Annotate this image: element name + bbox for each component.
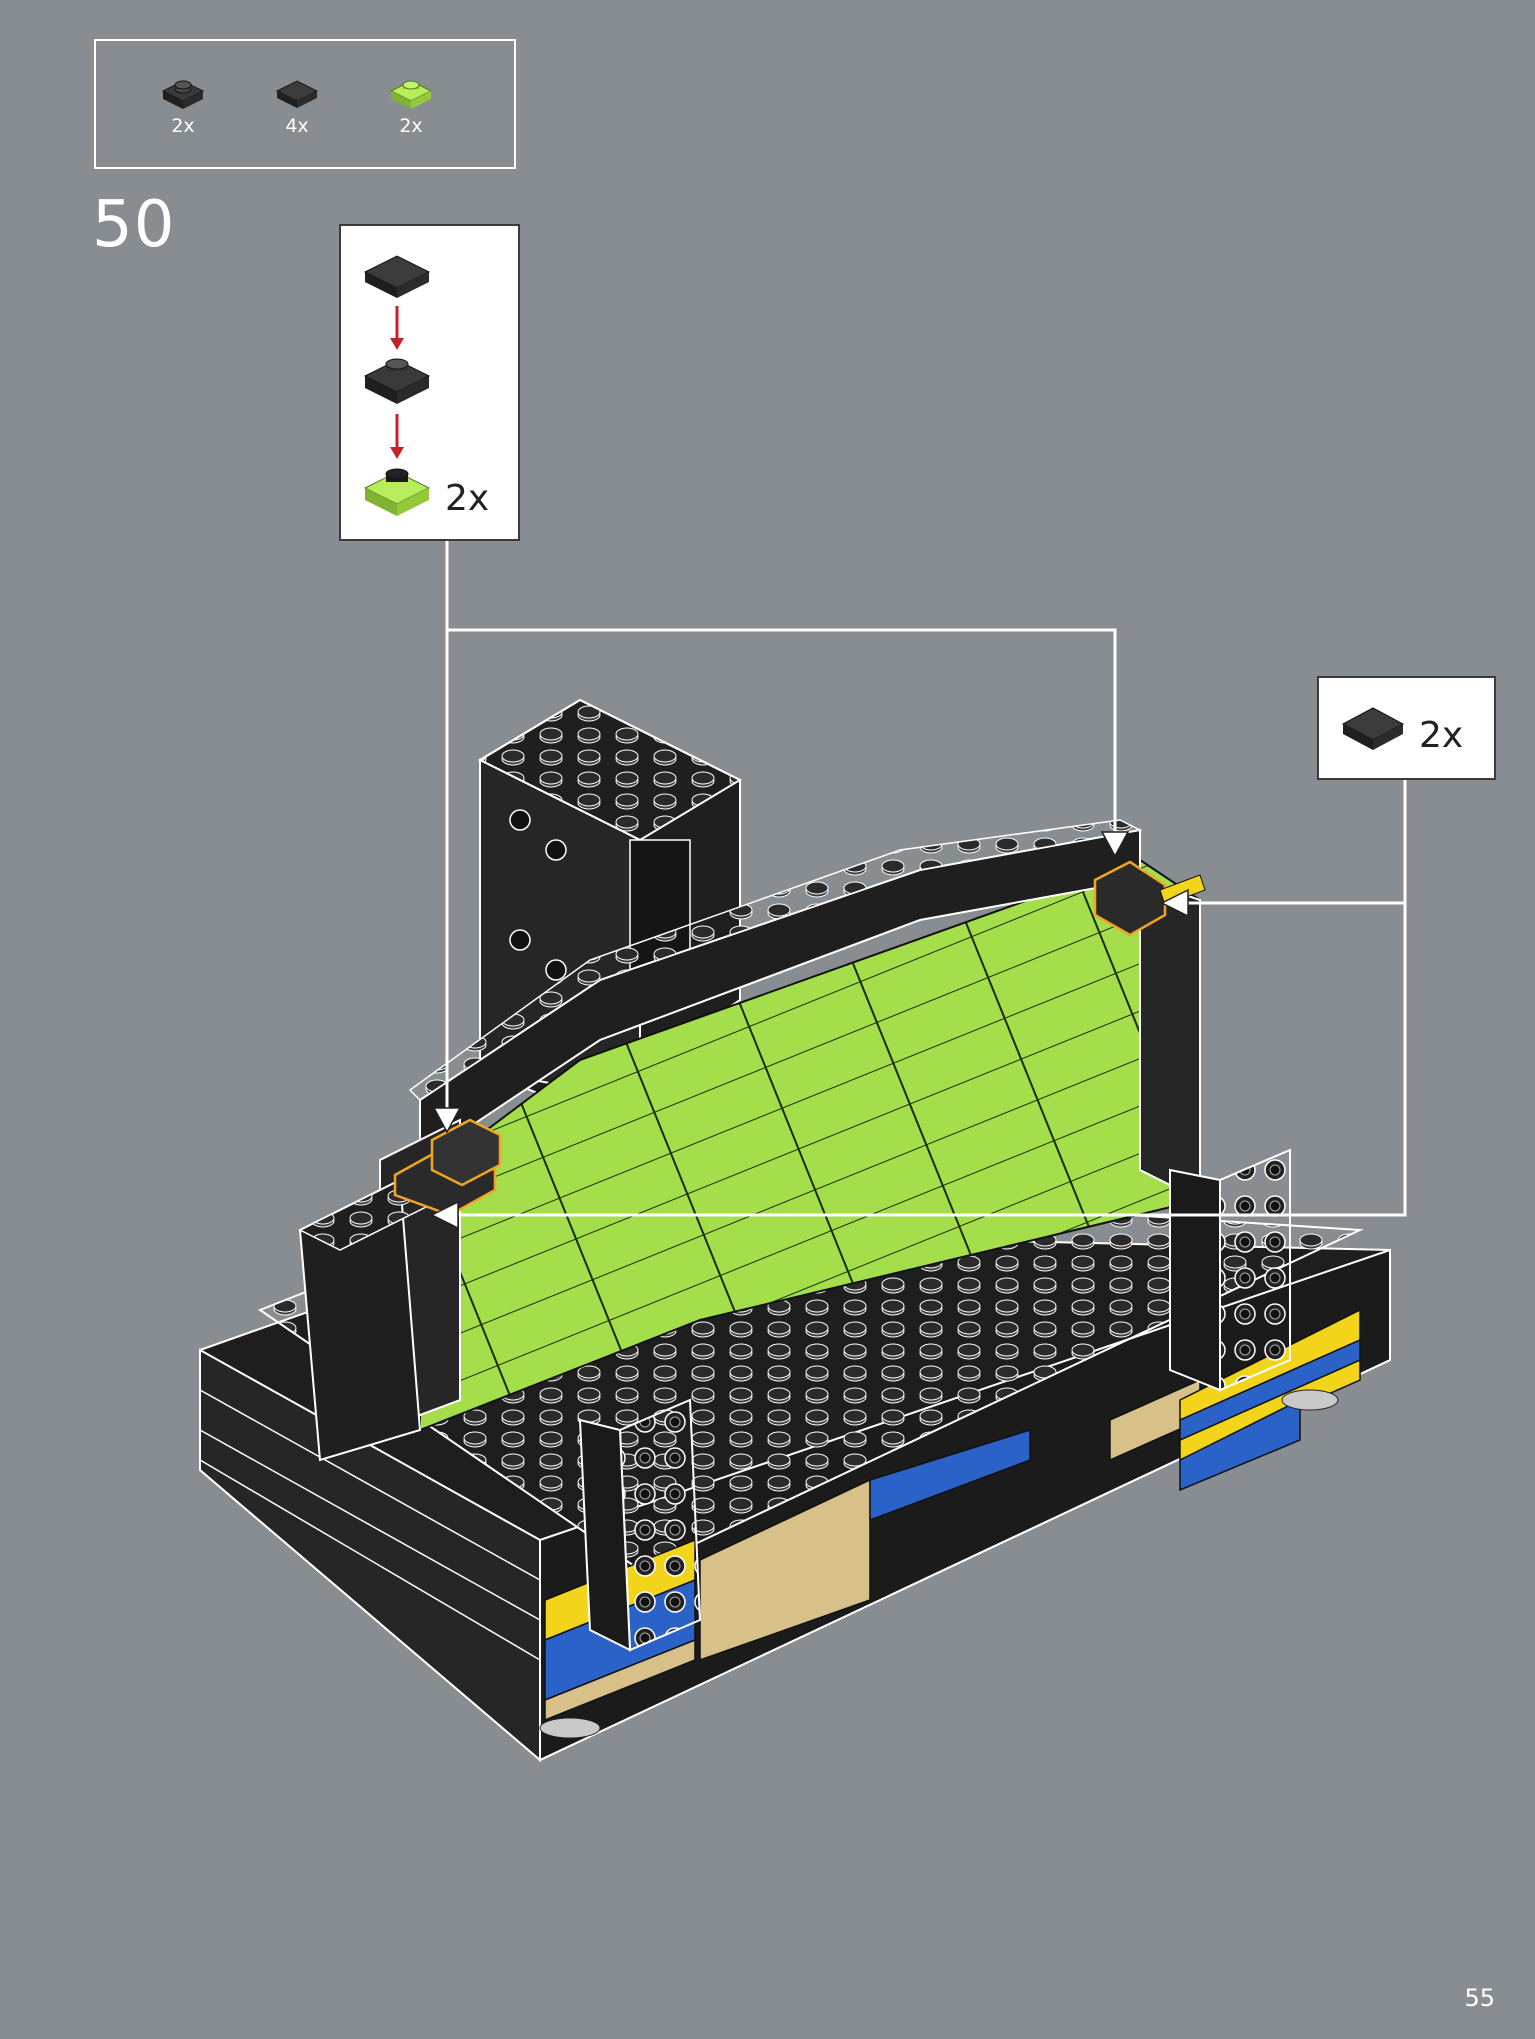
parts-list: 2x 4x 2x bbox=[94, 39, 516, 169]
arrow-left-icon bbox=[430, 1200, 459, 1230]
callout-quantity: 2x bbox=[1419, 715, 1464, 756]
parts-list-item: 2x bbox=[376, 77, 446, 137]
callout-quantity: 2x bbox=[445, 478, 490, 519]
front-pillars bbox=[578, 1148, 1291, 1652]
arrow-red-down-icon bbox=[390, 414, 404, 459]
part-quantity: 4x bbox=[285, 115, 309, 137]
arrow-down-icon bbox=[1100, 831, 1130, 858]
round-plate-lime-icon bbox=[389, 80, 433, 109]
callout-box-tile: 2x bbox=[1317, 676, 1496, 780]
round-plate-lime-icon bbox=[363, 468, 431, 516]
callout-stack-illustration bbox=[363, 255, 431, 516]
arrow-heads bbox=[430, 831, 1189, 1230]
round-plate-black-icon bbox=[363, 358, 431, 404]
arrow-left-icon bbox=[1160, 888, 1189, 918]
arrow-down-icon bbox=[432, 1107, 462, 1134]
callout-connectors bbox=[445, 541, 1407, 1217]
tile-black-icon bbox=[275, 80, 319, 108]
parts-list-item: 4x bbox=[262, 77, 332, 137]
tile-black-icon bbox=[1341, 707, 1405, 750]
arrow-red-down-icon bbox=[390, 306, 404, 350]
parts-list-item: 2x bbox=[148, 77, 218, 137]
new-part-right bbox=[1093, 860, 1206, 937]
round-plate-black-icon bbox=[161, 80, 205, 109]
callout-box-stack: 2x bbox=[339, 224, 520, 541]
part-quantity: 2x bbox=[399, 115, 423, 137]
part-quantity: 2x bbox=[171, 115, 195, 137]
step-number: 50 bbox=[92, 188, 176, 262]
new-part-left bbox=[393, 1118, 502, 1217]
tile-black-icon bbox=[363, 255, 431, 298]
page-number: 55 bbox=[1464, 1984, 1495, 2012]
